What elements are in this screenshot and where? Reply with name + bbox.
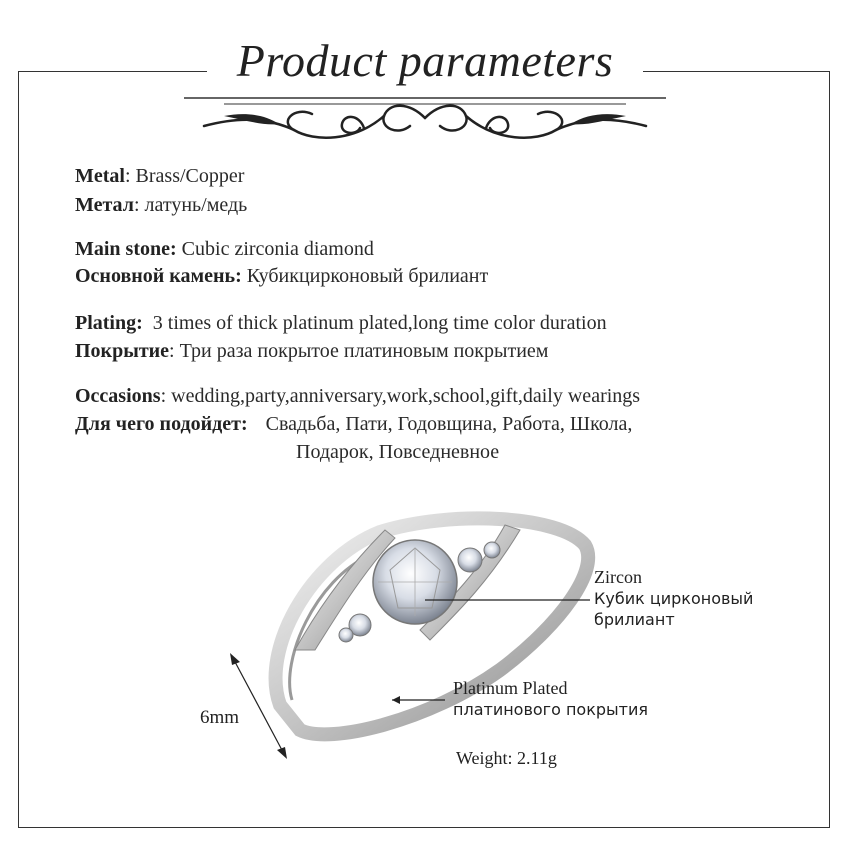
zircon-label-en: Zircon	[594, 567, 642, 587]
plated-label-en: Platinum Plated	[453, 678, 568, 698]
spec-stone-en: Main stone: Cubic zirconia diamond	[75, 238, 374, 260]
page-title: Product parameters	[0, 34, 850, 87]
spec-plating-en: Plating: 3 times of thick platinum plate…	[75, 312, 607, 334]
spec-stone-ru: Основной камень: Кубикцирконовый брилиан…	[75, 265, 489, 287]
width-label: 6mm	[200, 707, 240, 728]
spec-metal-en: Metal: Brass/Copper	[75, 165, 245, 187]
spec-occasions-en: Occasions: wedding,party,anniversary,wor…	[75, 385, 641, 407]
plated-label-ru: платинового покрытия	[453, 700, 649, 719]
zircon-label-ru-1: Кубик цирконовый	[594, 589, 754, 608]
zircon-label-ru-2: брилиант	[594, 610, 675, 629]
main-stone	[372, 539, 458, 625]
weight-label: Weight: 2.11g	[456, 748, 557, 768]
spec-metal-ru: Метал: латунь/медь	[75, 194, 248, 216]
spec-occasions-ru-cont: Подарок, Повседневное	[296, 441, 500, 463]
spec-plating-ru: Покрытие: Три раза покрытое платиновым п…	[75, 340, 549, 362]
ornament-flourish	[184, 97, 666, 139]
spec-occasions-ru: Для чего подойдет:Свадьба, Пати, Годовщи…	[75, 413, 633, 435]
ring-illustration	[268, 511, 596, 742]
